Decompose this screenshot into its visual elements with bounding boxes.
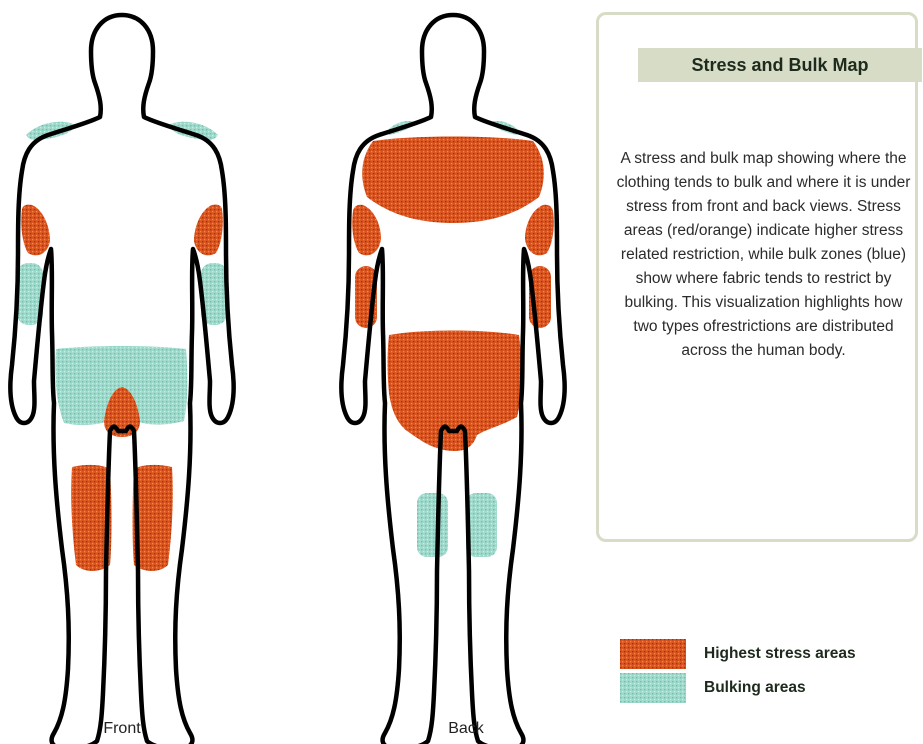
back-stress-upper-back xyxy=(362,137,544,224)
front-bulk-left-shoulder xyxy=(26,122,76,140)
bulk-swatch xyxy=(620,673,686,703)
legend-item-bulk: Bulking areas xyxy=(620,673,806,703)
bulk-legend-label: Bulking areas xyxy=(704,679,806,697)
body-diagram xyxy=(0,0,600,744)
front-bulk-right-shoulder xyxy=(168,122,218,140)
back-bulk-left-knee xyxy=(417,493,448,557)
front-stress-left-upper-arm xyxy=(21,205,50,256)
info-panel: Stress and Bulk Map A stress and bulk ma… xyxy=(596,12,918,542)
panel-title: Stress and Bulk Map xyxy=(638,48,922,82)
front-stress-right-upper-arm xyxy=(194,205,223,256)
back-view-label: Back xyxy=(406,720,526,738)
back-stress-right-upper-arm xyxy=(525,205,554,256)
stress-legend-label: Highest stress areas xyxy=(704,645,856,663)
body-figures: Front Back xyxy=(0,0,600,744)
stress-swatch xyxy=(620,639,686,669)
front-view-label: Front xyxy=(62,720,182,738)
back-figure xyxy=(341,15,564,744)
legend-item-stress: Highest stress areas xyxy=(620,639,856,669)
front-figure xyxy=(10,15,233,744)
panel-description: A stress and bulk map showing where the … xyxy=(611,147,916,363)
back-stress-left-upper-arm xyxy=(352,205,381,256)
